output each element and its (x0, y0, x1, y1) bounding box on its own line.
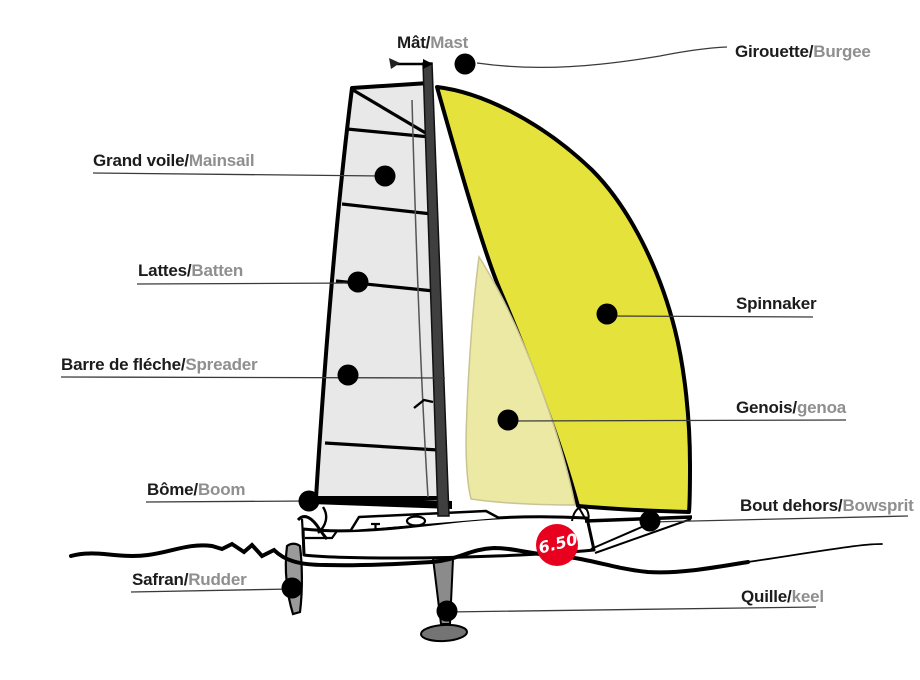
dot-spreader (337, 364, 359, 386)
label-mast-fr: Mât/ (397, 33, 431, 52)
label-genoa: Genois/genoa (736, 398, 847, 418)
label-mainsail-fr: Grand voile/ (93, 151, 189, 170)
label-keel: Quille/keel (741, 587, 824, 607)
label-genoa-fr: Genois/ (736, 398, 797, 417)
spinnaker-sail (435, 85, 692, 514)
mainsail-sail (314, 81, 444, 500)
wind-vane-icon (389, 58, 433, 69)
label-rudder-fr: Safran/ (132, 570, 189, 589)
label-mast-en: Mast (430, 33, 469, 52)
label-boom: Bôme/Boom (147, 480, 246, 500)
spreader-mark (413, 398, 434, 409)
dot-mast (454, 53, 476, 75)
dot-mainsail (374, 165, 396, 187)
bowsprit-lines (571, 505, 693, 554)
dot-batten (347, 271, 369, 293)
dot-spinnaker (596, 303, 618, 325)
label-spreader-en: Spreader (185, 355, 258, 374)
label-keel-en: keel (791, 587, 824, 606)
label-burgee: Girouette/Burgee (735, 42, 871, 62)
label-bowsprit-fr: Bout dehors/ (740, 496, 843, 515)
label-boom-fr: Bôme/ (147, 480, 198, 499)
boom-leech-line (317, 506, 328, 534)
label-batten: Lattes/Batten (138, 261, 244, 281)
label-mast: Mât/Mast (397, 33, 469, 53)
sail-luff-line (411, 99, 429, 498)
keel-bulb (420, 623, 468, 643)
label-burgee-fr: Girouette/ (735, 42, 814, 61)
transom-line (300, 518, 306, 556)
label-mainsail: Grand voile/Mainsail (93, 151, 255, 171)
dot-genoa (497, 409, 519, 431)
label-bowsprit: Bout dehors/Bowsprit (740, 496, 914, 516)
label-rudder-en: Rudder (188, 570, 247, 589)
boom-bar (311, 496, 452, 509)
hull (301, 515, 596, 560)
leader-lines (60, 46, 909, 613)
dot-keel (436, 600, 458, 622)
dot-boom (298, 490, 320, 512)
label-spreader-fr: Barre de fléche/ (61, 355, 186, 374)
dot-bowsprit (639, 510, 661, 532)
deck-fittings (305, 522, 380, 540)
label-burgee-en: Burgee (813, 42, 871, 61)
label-bowsprit-en: Bowsprit (842, 496, 914, 515)
label-batten-en: Batten (191, 261, 244, 280)
label-boom-en: Boom (197, 480, 246, 499)
pointer-dots (281, 53, 661, 622)
waterline-thin (747, 543, 883, 563)
cabin-window (405, 515, 427, 527)
label-spinnaker: Spinnaker (736, 294, 817, 314)
label-batten-fr: Lattes/ (138, 261, 192, 280)
label-keel-fr: Quille/ (741, 587, 792, 606)
label-spreader: Barre de fléche/Spreader (61, 355, 258, 375)
genoa-sail (465, 254, 576, 506)
class-badge (536, 524, 578, 566)
dot-rudder (281, 577, 303, 599)
label-mainsail-en: Mainsail (188, 151, 255, 170)
label-spinnaker-fr: Spinnaker (736, 294, 817, 313)
label-genoa-en: genoa (796, 398, 847, 417)
waterline (69, 541, 750, 575)
label-rudder: Safran/Rudder (132, 570, 247, 590)
